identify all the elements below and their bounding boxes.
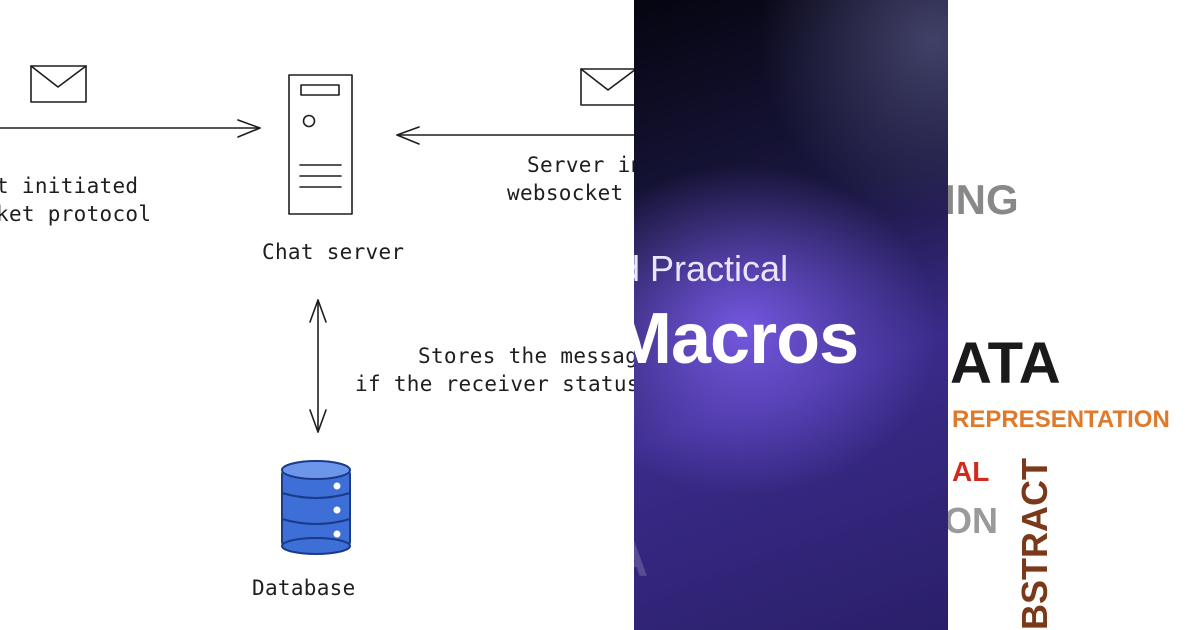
- left-edge-label-line2: ket protocol: [0, 202, 152, 226]
- diagram-drawing: [0, 65, 634, 555]
- banner-subtitle: d Practical: [634, 248, 789, 289]
- word-on: ON: [948, 500, 998, 541]
- storage-note-line1: Stores the messag: [418, 344, 634, 368]
- banner-gradient-background: [634, 0, 948, 630]
- right-edge-label-line1: Server ini: [527, 153, 634, 177]
- word-ing: ING: [948, 176, 1019, 223]
- banner-faded-text: A: [634, 530, 648, 588]
- arrow-right-icon: [0, 119, 261, 138]
- word-ata: ATA: [950, 331, 1061, 396]
- envelope-icon: [580, 68, 634, 106]
- left-edge-label-line1: t initiated: [0, 174, 139, 198]
- envelope-icon: [30, 65, 87, 103]
- word-bstract: BSTRACT: [1014, 458, 1055, 630]
- arrow-bidirectional-icon: [309, 299, 327, 433]
- database-label: Database: [252, 576, 356, 600]
- word-al: AL: [952, 456, 990, 487]
- database-icon: [281, 460, 351, 555]
- storage-note-line2: if the receiver status is: [355, 372, 634, 396]
- word-representation: REPRESENTATION: [952, 406, 1170, 433]
- word-cloud-panel: ING S ATA REPRESENTATION AL ON BSTRACT: [948, 0, 1200, 630]
- right-edge-label-line2: websocket: [507, 181, 624, 205]
- chat-server-label: Chat server: [262, 240, 405, 264]
- arrow-left-icon: [396, 126, 634, 145]
- server-icon: [288, 74, 353, 215]
- macros-banner-panel: d Practical Macros A: [634, 0, 948, 630]
- banner-title: Macros: [634, 299, 859, 379]
- chat-diagram-panel: t initiated ket protocol Chat server Ser…: [0, 65, 634, 600]
